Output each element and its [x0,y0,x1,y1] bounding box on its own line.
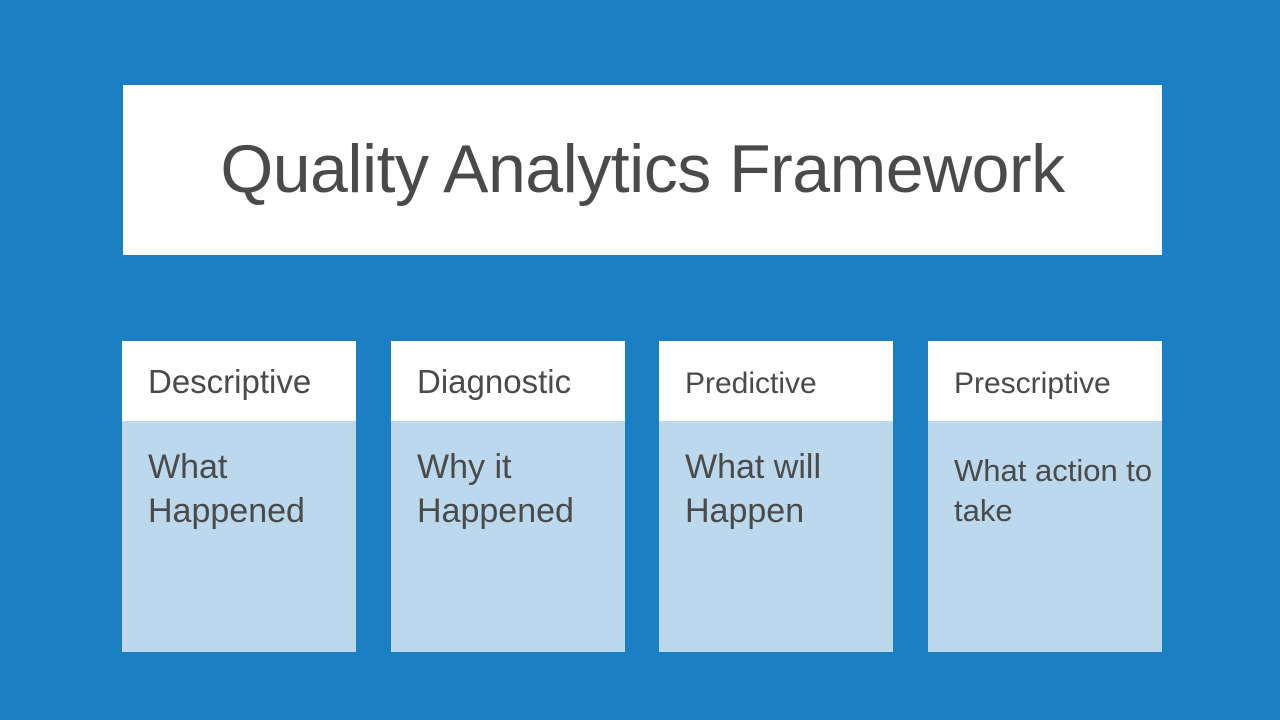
card-title-predictive: Predictive [685,367,817,400]
card-body-diagnostic: Why it Happened [391,421,625,652]
card-description-diagnostic: Why it Happened [417,448,574,531]
card-body-prescriptive: What action to take [928,421,1162,652]
card-title-descriptive: Descriptive [148,363,312,400]
title-banner: Quality Analytics Framework [123,85,1162,255]
page-title: Quality Analytics Framework [220,131,1065,208]
analytics-card-row: Descriptive What Happened Diagnostic Why… [122,341,1162,652]
card-prescriptive[interactable]: Prescriptive What action to take [928,341,1162,652]
card-body-descriptive: What Happened [122,421,356,652]
card-predictive[interactable]: Predictive What will Happen [659,341,893,652]
card-title-prescriptive: Prescriptive [954,367,1111,400]
card-diagnostic[interactable]: Diagnostic Why it Happened [391,341,625,652]
card-description-prescriptive: What action to take [954,453,1153,529]
card-title-diagnostic: Diagnostic [417,363,572,400]
card-descriptive[interactable]: Descriptive What Happened [122,341,356,652]
card-header-descriptive: Descriptive [122,341,356,421]
card-description-descriptive: What Happened [148,448,305,531]
card-header-prescriptive: Prescriptive [928,341,1162,421]
card-description-predictive: What will Happen [685,448,822,531]
card-header-predictive: Predictive [659,341,893,421]
card-body-predictive: What will Happen [659,421,893,652]
card-header-diagnostic: Diagnostic [391,341,625,421]
